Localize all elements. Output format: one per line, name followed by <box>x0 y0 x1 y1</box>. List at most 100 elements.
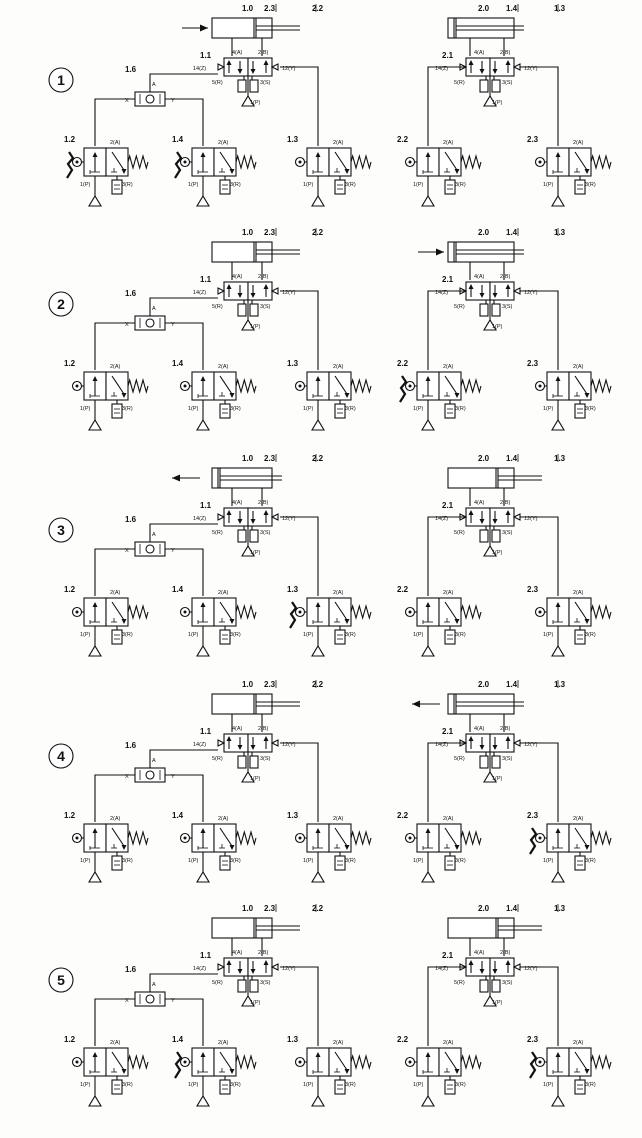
air-supply-icon <box>421 194 435 207</box>
pipe-btn22-to-pilot <box>427 966 466 1046</box>
exhaust-silencer-icon <box>444 179 456 195</box>
port-label: 3(R) <box>230 406 241 412</box>
port-label: 1(P) <box>188 182 199 188</box>
valve-label: 1.3 <box>287 1035 299 1044</box>
port-label: 5(R) <box>454 756 465 762</box>
port-label: 3(S) <box>502 80 513 86</box>
port-label: 2(A) <box>218 140 229 146</box>
flow-arrow-icon <box>92 602 98 607</box>
port-label: 3(R) <box>122 406 133 412</box>
return-spring-icon <box>127 377 149 395</box>
roller-center-icon <box>183 836 187 840</box>
flow-arrow-icon <box>454 169 460 174</box>
flow-arrow-icon <box>250 69 256 74</box>
flow-arrow-icon <box>250 519 256 524</box>
pilot-arrow-icon <box>217 963 226 971</box>
shuttle-ball-icon <box>145 318 155 328</box>
exhaust-silencer-icon <box>237 79 247 93</box>
flow-arrow-icon <box>229 393 235 398</box>
pilot-arrow-icon <box>217 739 226 747</box>
cylinder-label: 1.0 <box>242 228 254 237</box>
shuttle-port-label: X <box>125 548 129 554</box>
port-label: 14(Z) <box>435 66 448 72</box>
roller-center-icon <box>538 610 542 614</box>
pipe-btn23-to-pilot <box>520 66 559 146</box>
port-label: 1(P) <box>492 550 503 556</box>
limit-label: 2.2 <box>312 228 324 237</box>
return-spring-icon <box>235 1053 257 1071</box>
line <box>219 1051 233 1071</box>
flow-arrow-icon <box>121 845 127 850</box>
flow-arrow-icon <box>200 828 206 833</box>
pipe-btn13-to-pilot <box>280 290 319 370</box>
line <box>334 827 348 847</box>
port-label: 4(A) <box>474 500 485 506</box>
pilot-arrow-icon <box>217 287 226 295</box>
flow-arrow-icon <box>200 376 206 381</box>
valve-label: 1.1 <box>200 501 212 510</box>
return-spring-icon <box>235 829 257 847</box>
port-label: 12(Y) <box>282 66 296 72</box>
roller-center-icon <box>183 1060 187 1064</box>
port-label: 2(B) <box>500 274 511 280</box>
pipe-btn22-to-pilot <box>427 516 466 596</box>
actuator-cam-icon <box>174 151 183 179</box>
flow-arrow-icon <box>584 169 590 174</box>
step-number: 5 <box>57 972 65 988</box>
port-label: 1(P) <box>543 182 554 188</box>
air-supply-icon <box>196 1094 210 1107</box>
exhaust-silencer-icon <box>334 403 346 419</box>
pipe-x-to-btn12 <box>94 322 135 370</box>
shuttle-port-label: Y <box>171 98 175 104</box>
flow-arrow-icon <box>229 169 235 174</box>
valve-box-right <box>489 733 515 753</box>
roller-center-icon <box>183 160 187 164</box>
port-label: 2(B) <box>258 50 269 56</box>
line <box>574 151 588 171</box>
air-supply-icon <box>88 1094 102 1107</box>
exhaust-silencer-icon <box>444 629 456 645</box>
port-label: 3(R) <box>455 406 466 412</box>
port-label: 4(A) <box>474 950 485 956</box>
port-label: 1(P) <box>543 1082 554 1088</box>
port-label: 4(A) <box>474 50 485 56</box>
port-label: 2(B) <box>258 274 269 280</box>
direction-arrow-icon <box>200 24 208 32</box>
flow-arrow-icon <box>229 619 235 624</box>
cylinder-barrel <box>211 467 273 489</box>
return-spring-icon <box>460 153 482 171</box>
flow-arrow-icon <box>237 293 243 298</box>
cylinder-barrel <box>447 693 515 715</box>
flow-arrow-icon <box>468 60 474 65</box>
port-label: 2(A) <box>333 1040 344 1046</box>
pipe-shuttle-to-pilot <box>149 973 218 992</box>
port-label: 1(P) <box>543 858 554 864</box>
port-label: 1(P) <box>413 858 424 864</box>
roller-center-icon <box>408 836 412 840</box>
actuator-cam-icon <box>529 1051 538 1079</box>
pilot-arrow-icon <box>270 963 279 971</box>
port-label: 3(S) <box>260 530 271 536</box>
valve-label: 1.2 <box>64 811 76 820</box>
port-label: 5(R) <box>454 530 465 536</box>
port-label: 2(A) <box>573 590 584 596</box>
port-label: 12(Y) <box>524 966 538 972</box>
shuttle-label: 1.6 <box>125 965 137 974</box>
cylinder-label: 1.0 <box>242 680 254 689</box>
shuttle-label: 1.6 <box>125 289 137 298</box>
port-label: 12(Y) <box>524 66 538 72</box>
flow-arrow-icon <box>226 60 232 65</box>
valve-label: 2.2 <box>397 359 409 368</box>
